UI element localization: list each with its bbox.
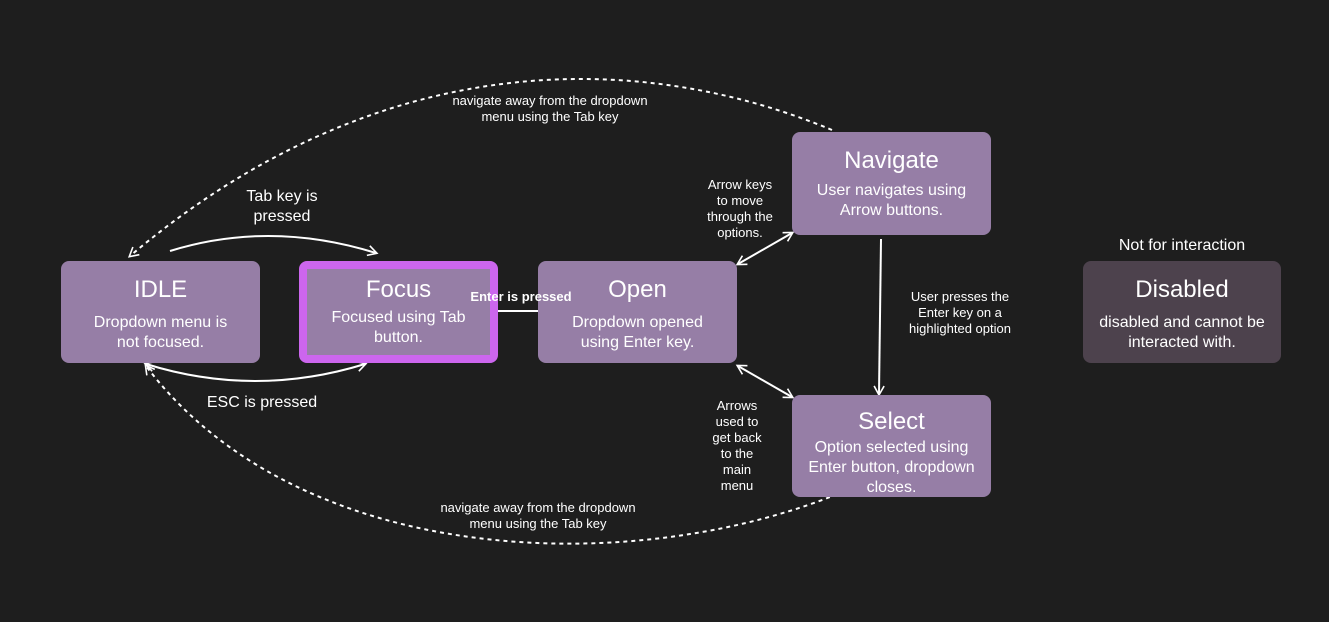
state-select: Select Option selected using Enter butto… bbox=[792, 395, 991, 497]
state-select-title: Select bbox=[858, 408, 925, 435]
label-navigate-away-bottom: navigate away from the dropdown menu usi… bbox=[440, 500, 636, 531]
label-tab-key-pressed: Tab key is pressed bbox=[246, 188, 318, 225]
label-enter-highlighted: User presses the Enter key on a highligh… bbox=[909, 289, 1011, 336]
state-navigate-title: Navigate bbox=[844, 147, 939, 174]
state-open-desc: Dropdown opened using Enter key. bbox=[572, 314, 703, 351]
label-navigate-away-top: navigate away from the dropdown menu usi… bbox=[452, 93, 648, 124]
edge-open-select bbox=[735, 364, 795, 399]
state-navigate: Navigate User navigates using Arrow butt… bbox=[792, 132, 991, 235]
state-focus: Focus Focused using Tab button. bbox=[299, 261, 498, 363]
label-enter-pressed: Enter is pressed bbox=[470, 289, 572, 304]
state-focus-title: Focus bbox=[365, 276, 432, 303]
edge-focus-to-idle bbox=[143, 360, 368, 382]
state-idle-title: IDLE bbox=[133, 276, 188, 303]
state-disabled-desc: disabled and cannot be interacted with. bbox=[1099, 314, 1265, 351]
state-disabled-title: Disabled bbox=[1135, 276, 1229, 303]
label-arrow-keys: Arrow keys to move through the options. bbox=[707, 177, 773, 240]
edge-open-navigate bbox=[735, 231, 795, 266]
edge-navigate-to-select bbox=[873, 238, 885, 397]
state-open-title: Open bbox=[608, 276, 667, 303]
state-navigate-desc: User navigates using Arrow buttons. bbox=[816, 182, 967, 219]
state-select-desc: Option selected using Enter button, drop… bbox=[808, 439, 975, 496]
state-focus-desc: Focused using Tab button. bbox=[331, 309, 466, 346]
edge-select-to-idle-dashed bbox=[144, 363, 853, 545]
state-idle: IDLE Dropdown menu is not focused. bbox=[61, 261, 260, 363]
state-idle-desc: Dropdown menu is not focused. bbox=[93, 314, 228, 351]
edge-navigate-to-idle-dashed bbox=[127, 78, 833, 258]
label-arrows-back: Arrows used to get back to the main menu bbox=[712, 398, 762, 493]
label-not-for-interaction: Not for interaction bbox=[1118, 237, 1246, 254]
label-esc-pressed: ESC is pressed bbox=[206, 394, 318, 411]
state-open: Open Dropdown opened using Enter key. bbox=[538, 261, 737, 363]
edge-idle-to-focus bbox=[169, 235, 379, 257]
state-disabled: Disabled disabled and cannot be interact… bbox=[1083, 261, 1281, 363]
